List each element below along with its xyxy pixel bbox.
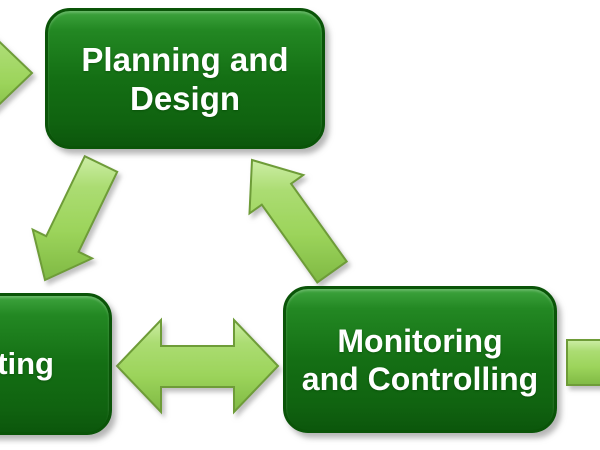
box-bottom-left-partial: ting (0, 293, 112, 435)
box-monitoring-label-line1: Monitoring (337, 322, 503, 359)
box-planning-and-design: Planning and Design (45, 8, 325, 149)
box-monitoring-and-controlling: Monitoring and Controlling (283, 286, 557, 433)
outgoing-right-arrow-icon (566, 339, 600, 386)
monitoring-to-planning-arrow-icon (248, 158, 349, 284)
box-bottom-left-label: ting (0, 346, 54, 381)
box-planning-label-line2: Design (129, 79, 241, 117)
planning-to-executing-arrow-icon (31, 154, 119, 282)
box-planning-label-line1: Planning and (81, 40, 289, 78)
box-monitoring-label-line2: and Controlling (301, 360, 539, 397)
executing-monitoring-double-arrow-icon (115, 317, 280, 415)
incoming-left-arrow-icon (0, 40, 34, 106)
